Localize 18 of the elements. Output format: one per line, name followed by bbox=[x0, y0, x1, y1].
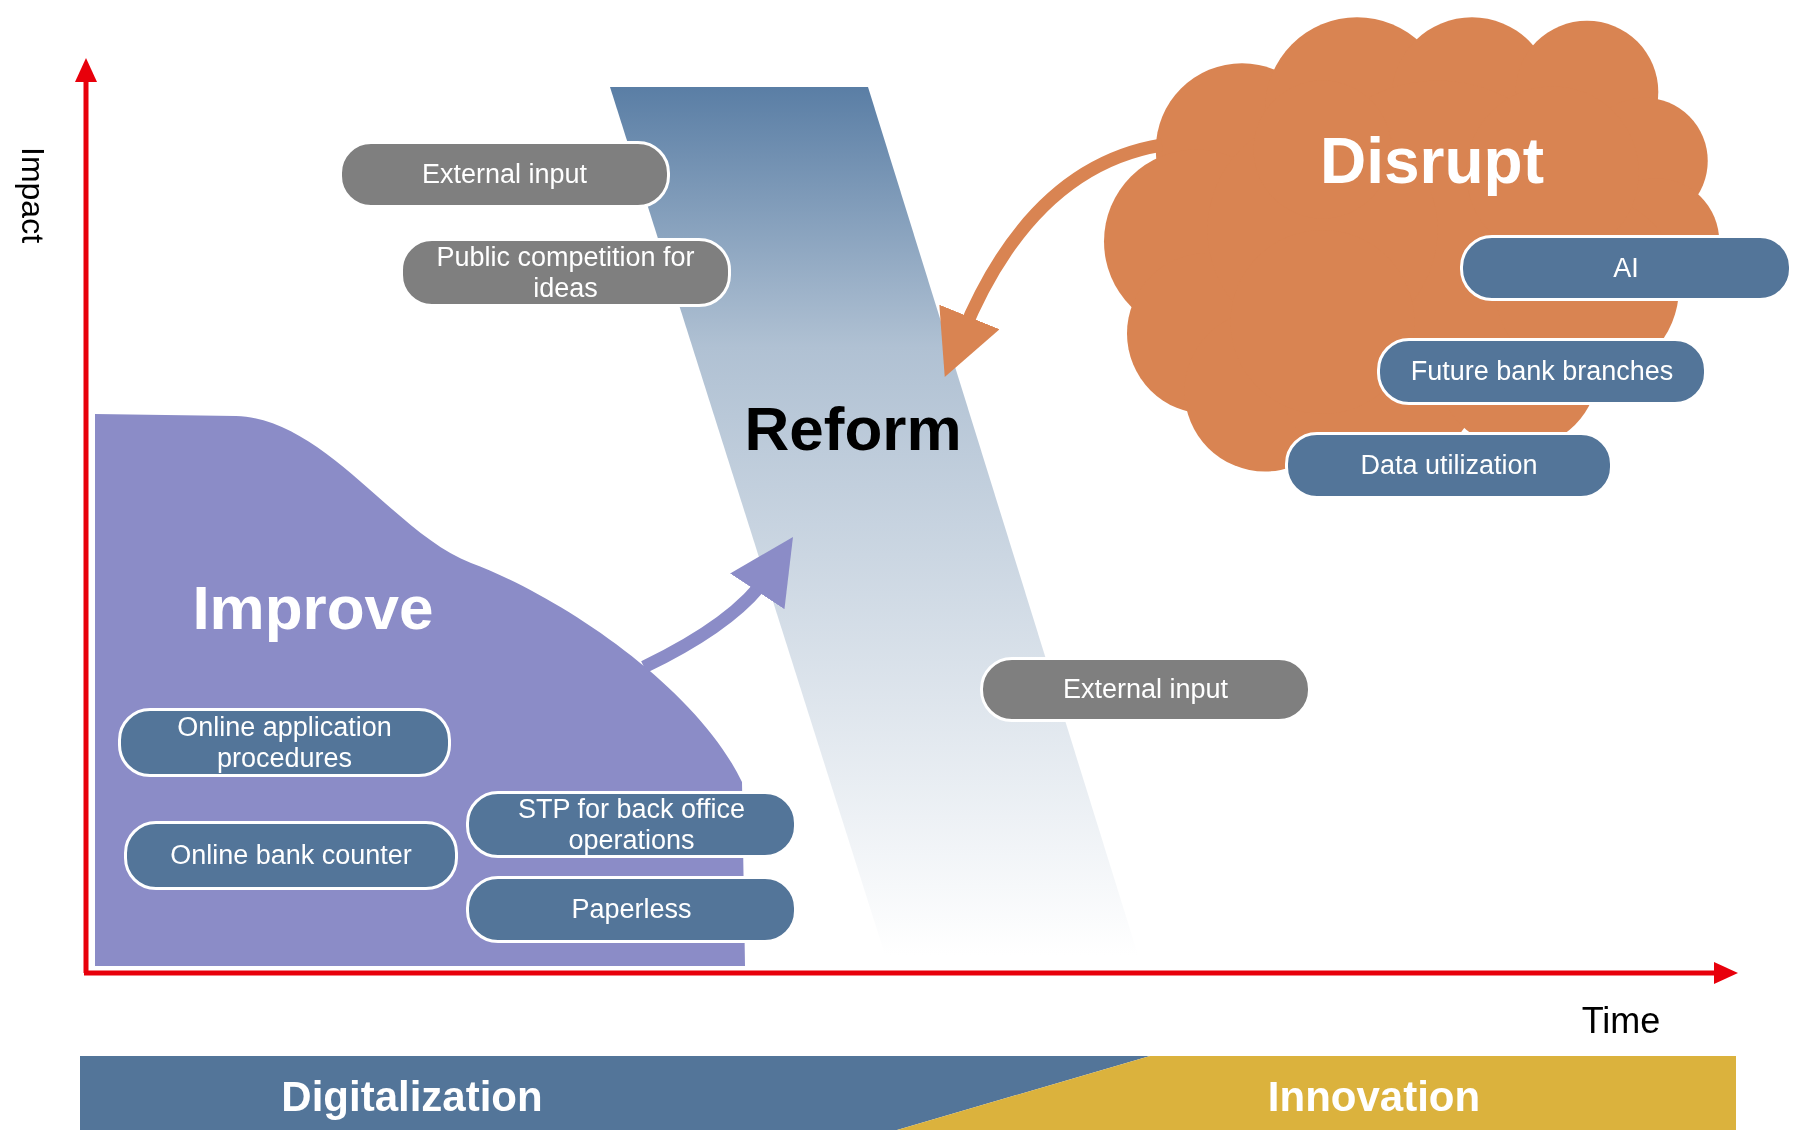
initiative-pill: AI bbox=[1460, 235, 1792, 301]
initiative-pill: Paperless bbox=[466, 876, 797, 943]
initiative-pill: Public competition for ideas bbox=[400, 238, 731, 307]
curved-arrow bbox=[641, 538, 795, 673]
axis-label: Impact bbox=[13, 147, 51, 243]
initiative-pill: Data utilization bbox=[1285, 432, 1613, 499]
initiative-pill: STP for back office operations bbox=[466, 791, 797, 858]
initiative-pill: Online bank counter bbox=[124, 821, 458, 890]
axis-label: Time bbox=[1581, 1000, 1661, 1042]
phase-label: Digitalization bbox=[281, 1073, 543, 1121]
phase-title: Disrupt bbox=[1320, 124, 1544, 198]
initiative-pill: Online application procedures bbox=[118, 708, 451, 777]
initiative-pill: Future bank branches bbox=[1377, 338, 1707, 405]
initiative-pill: External input bbox=[980, 657, 1311, 722]
phase-title: Improve bbox=[192, 571, 434, 643]
initiative-pill: External input bbox=[339, 141, 670, 208]
phase-title: Reform bbox=[744, 392, 962, 464]
phase-label: Innovation bbox=[1267, 1073, 1481, 1121]
